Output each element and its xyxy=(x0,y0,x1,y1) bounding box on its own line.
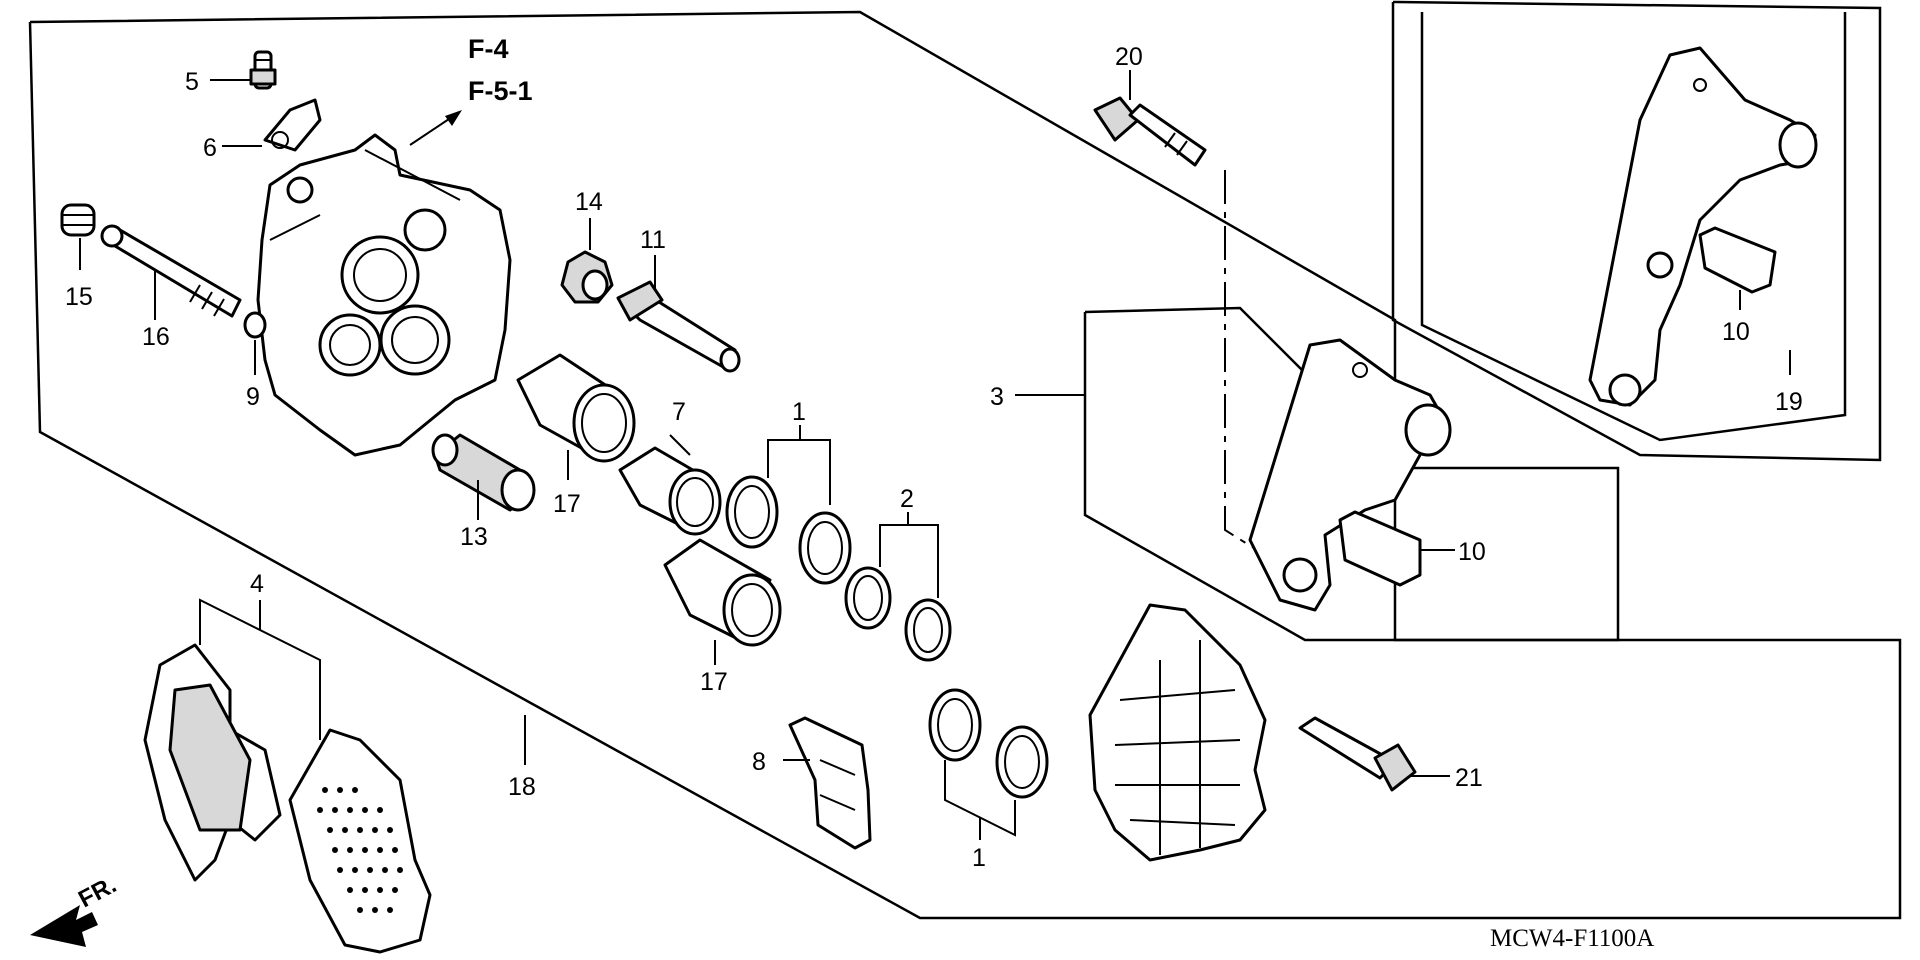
grommet-part xyxy=(560,250,614,304)
brake-pad-left-part xyxy=(143,643,282,882)
bleeder-screw-part xyxy=(249,50,277,90)
option-retainer-part xyxy=(1698,226,1777,294)
pad-spring-part xyxy=(788,716,872,850)
bolt-guide-line xyxy=(1224,170,1266,556)
option-bracket-part xyxy=(1588,46,1818,407)
diagram-code: MCW4-F1100A xyxy=(1490,925,1654,952)
callout-18: 18 xyxy=(508,773,536,801)
mounting-bolt-21-part xyxy=(1298,716,1417,792)
caliper-bracket-part xyxy=(1248,338,1452,612)
washer-part xyxy=(243,311,267,339)
mounting-bolt-20-part xyxy=(1093,96,1207,167)
callout-2: 2 xyxy=(900,485,914,513)
front-arrow-icon xyxy=(30,905,98,947)
piston-seal-lower-pair xyxy=(928,688,1049,799)
callout-4: 4 xyxy=(250,570,264,598)
piston-lower-part xyxy=(663,538,782,647)
callout-15: 15 xyxy=(65,283,93,311)
reference-arrow-icon xyxy=(445,110,462,126)
pad-pin-part xyxy=(100,224,242,318)
callout-8: 8 xyxy=(752,748,766,776)
front-direction-label: FR. xyxy=(74,871,121,913)
callout-7: 7 xyxy=(672,398,686,426)
sleeve-pin-part xyxy=(616,280,741,373)
pad-retainer-part xyxy=(1338,510,1422,587)
option-box-inner-frame xyxy=(1420,12,1847,442)
dash-line-top xyxy=(859,11,1396,321)
bracket-assembly-frame xyxy=(1083,306,1620,642)
joint-pipe-part xyxy=(431,433,536,512)
callout-20: 20 xyxy=(1115,43,1143,71)
callout-3: 3 xyxy=(990,383,1004,411)
reference-f4: F-4 xyxy=(468,34,509,64)
piston-large-part xyxy=(516,353,636,463)
piston-seal-upper-pair xyxy=(725,475,852,585)
callout-13: 13 xyxy=(460,523,488,551)
front-direction-indicator: FR. xyxy=(30,871,121,947)
caliper-half-part xyxy=(1088,603,1267,862)
callout-5: 5 xyxy=(185,68,199,96)
callout-16: 16 xyxy=(142,323,170,351)
callout-9: 9 xyxy=(246,383,260,411)
callout-10-option: 10 xyxy=(1722,318,1750,346)
piston-medium-part xyxy=(618,446,722,536)
option-box-outer-frame xyxy=(1391,0,1882,462)
brake-pad-right-part xyxy=(288,728,432,954)
callout-6: 6 xyxy=(203,134,217,162)
bleeder-cap-part xyxy=(263,98,322,152)
callout-14: 14 xyxy=(575,188,603,216)
callout-10-center: 10 xyxy=(1458,538,1486,566)
plug-part xyxy=(60,203,96,237)
callout-1-lower: 1 xyxy=(972,844,986,872)
caliper-assembly-frame xyxy=(28,10,1902,920)
callout-21: 21 xyxy=(1455,764,1483,792)
callout-11: 11 xyxy=(640,226,666,254)
callout-17-lower: 17 xyxy=(700,668,728,696)
caliper-body xyxy=(256,133,512,457)
dust-seal-pair xyxy=(844,566,952,662)
callout-19: 19 xyxy=(1775,388,1803,416)
callout-17-upper: 17 xyxy=(553,490,581,518)
reference-f5-1: F-5-1 xyxy=(468,76,533,106)
callout-1-upper: 1 xyxy=(792,398,806,426)
